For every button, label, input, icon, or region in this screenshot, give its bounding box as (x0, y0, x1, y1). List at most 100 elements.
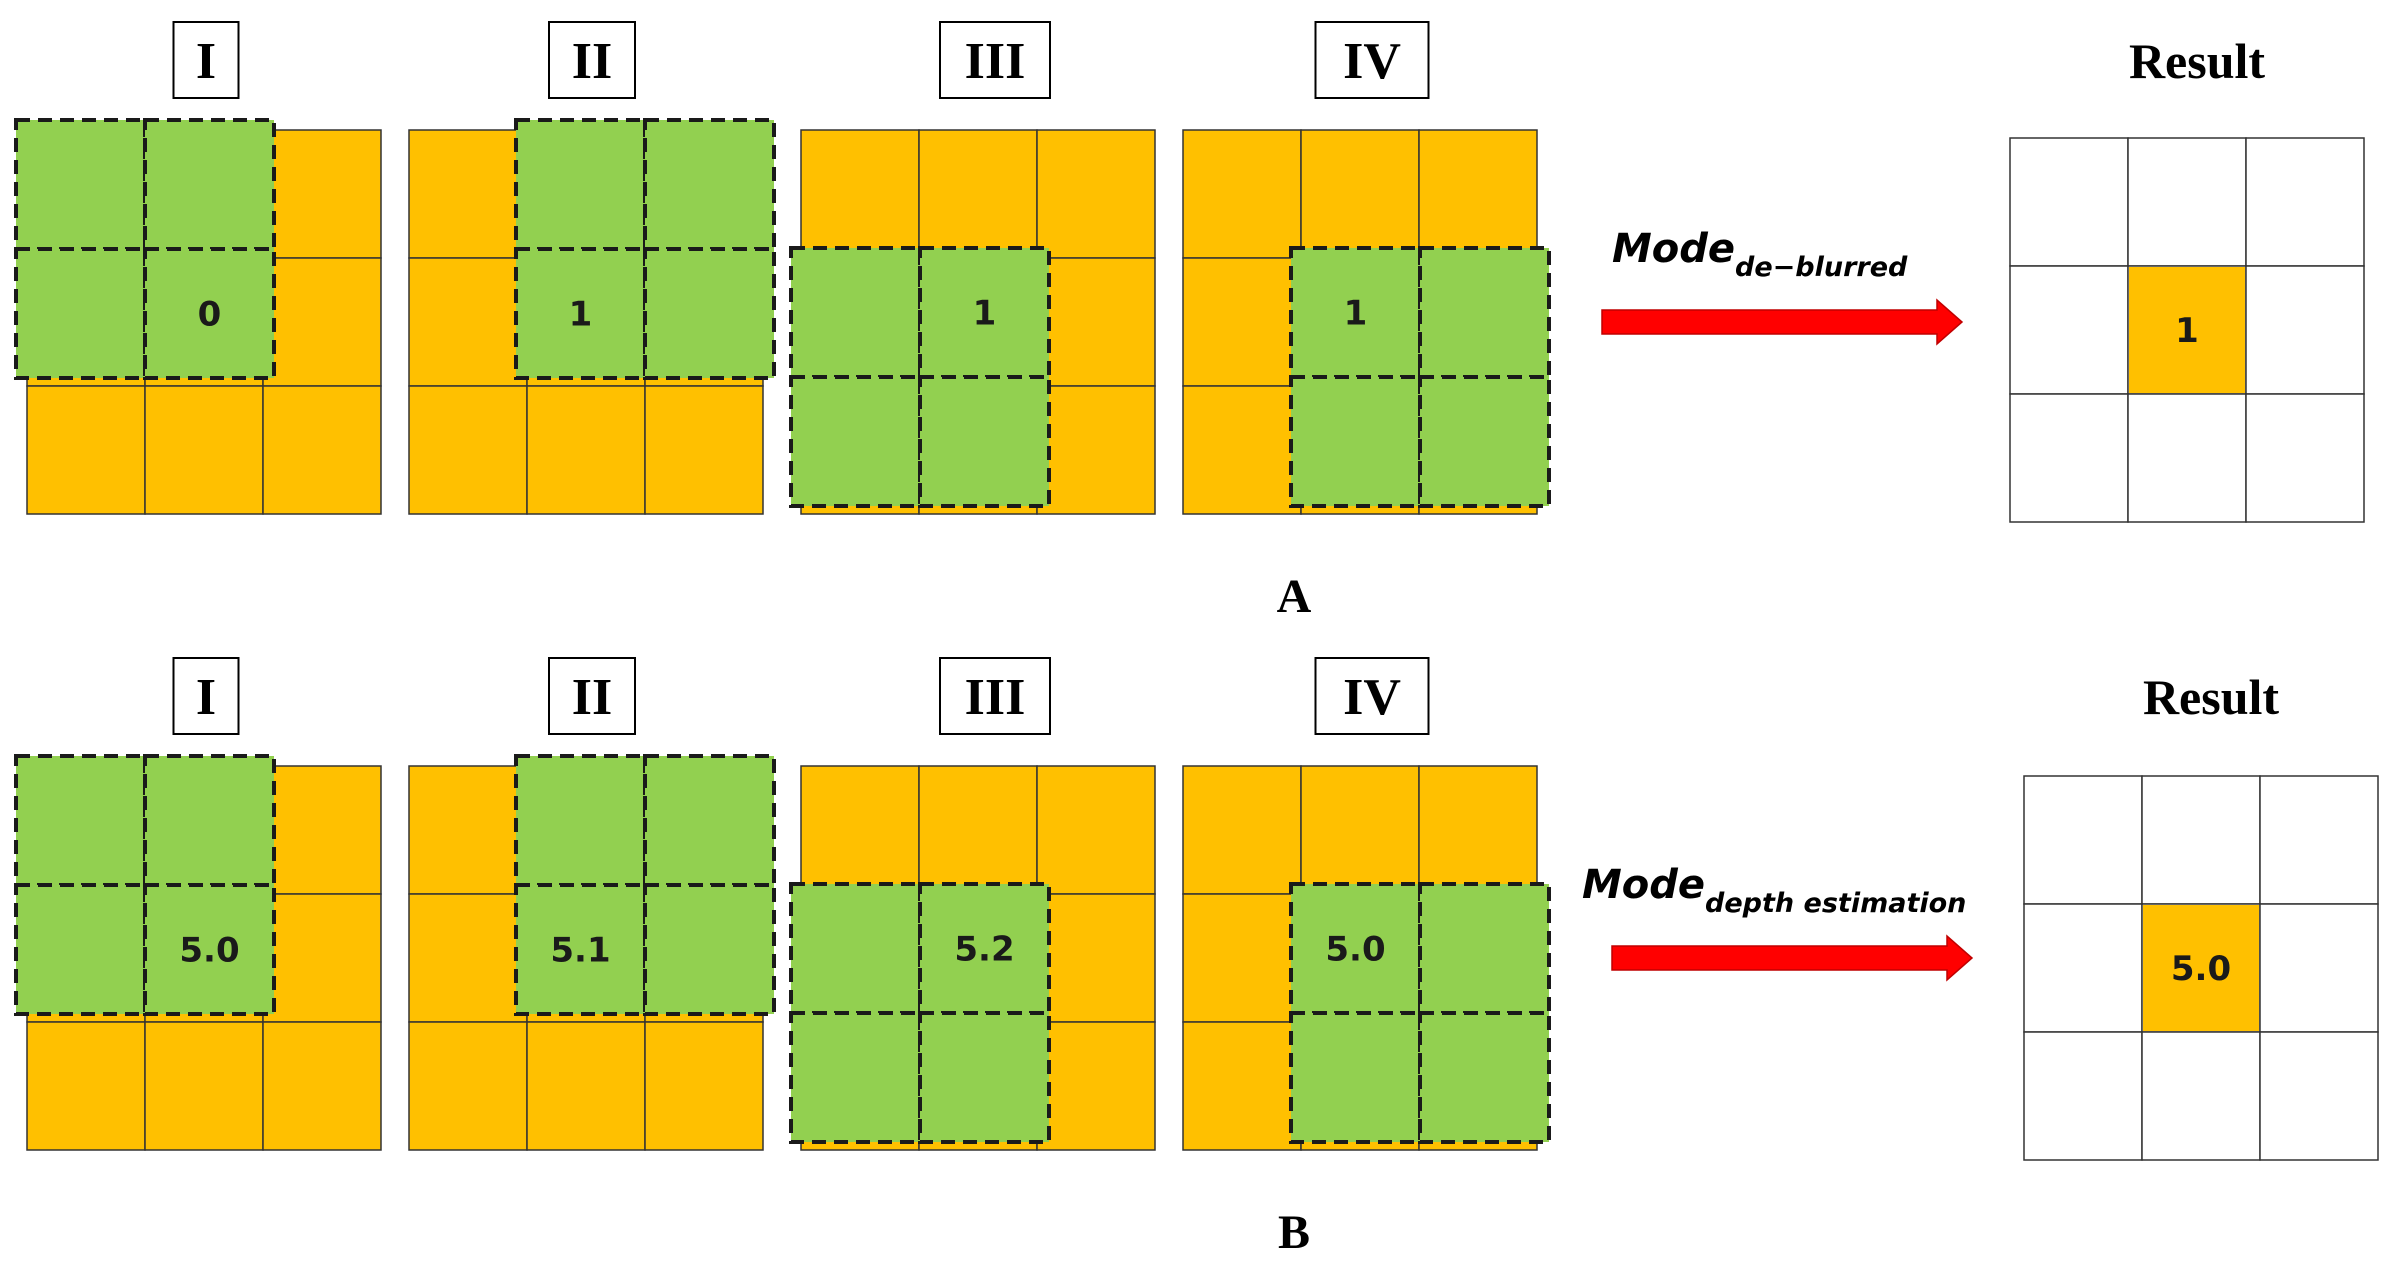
orange-cell (262, 257, 382, 387)
orange-cell (1036, 129, 1156, 259)
window-cell (514, 883, 647, 1016)
orange-cell (408, 129, 528, 259)
panel-1: I0 (14, 21, 382, 515)
panel-label: I (172, 657, 240, 735)
orange-cell (1182, 893, 1302, 1023)
mode-main-text: Mode (1612, 226, 1735, 272)
result-cell (2259, 775, 2379, 905)
orange-cell (918, 129, 1038, 259)
orange-cell (1182, 765, 1302, 895)
panel-1: I5.0 (14, 657, 382, 1151)
panel-label: IV (1314, 21, 1430, 99)
panel-2: II5.1 (408, 657, 776, 1151)
window-center-value: 5.2 (954, 930, 1014, 970)
result-cell (2245, 393, 2365, 523)
window-cell (1289, 882, 1422, 1015)
mode-subscript: de−blurred (1735, 252, 1908, 283)
panel-label: II (548, 657, 636, 735)
orange-cell (526, 1021, 646, 1151)
window-center-value: 0 (198, 295, 222, 335)
label-box (939, 21, 1051, 99)
window-cell (14, 247, 147, 380)
result-cell (2245, 137, 2365, 267)
label-box (939, 657, 1051, 735)
panel-label: I (172, 21, 240, 99)
orange-cell (1418, 129, 1538, 259)
label-box (548, 21, 636, 99)
label-box (548, 657, 636, 735)
label-text: I (196, 669, 216, 726)
result-title: Result (2129, 33, 2265, 89)
sliding-window (14, 754, 276, 1016)
orange-cell (408, 257, 528, 387)
window-cell (789, 1011, 922, 1144)
orange-cell (1182, 385, 1302, 515)
mode-label: Modede−blurred (1612, 226, 1908, 283)
panel-label: IV (1314, 657, 1430, 735)
orange-cell (1036, 1021, 1156, 1151)
window-cell (643, 883, 776, 1016)
orange-cell (1300, 129, 1420, 259)
label-box (1314, 657, 1430, 735)
orange-cell (26, 1021, 146, 1151)
window-cell (789, 375, 922, 508)
orange-cell (1036, 257, 1156, 387)
result-cell (2009, 137, 2129, 267)
orange-cell (262, 1021, 382, 1151)
window-cell (143, 754, 276, 887)
window-cell (918, 1011, 1051, 1144)
result-value: 5.0 (2171, 949, 2231, 989)
window-cell (918, 882, 1051, 1015)
window-cell (1289, 1011, 1422, 1144)
orange-cell (408, 1021, 528, 1151)
sliding-window (789, 882, 1051, 1144)
right-arrow-icon (1601, 298, 1964, 346)
window-cell (918, 246, 1051, 379)
label-text: II (572, 669, 612, 726)
window-cell (1418, 1011, 1551, 1144)
result-cell (2245, 265, 2365, 395)
orange-cell (644, 1021, 764, 1151)
orange-cell (1182, 129, 1302, 259)
result-cell (2023, 1031, 2143, 1161)
sliding-window (514, 118, 776, 380)
label-text: IV (1343, 33, 1401, 90)
orange-cell (1418, 765, 1538, 895)
window-cell (643, 754, 776, 887)
mode-subscript: depth estimation (1705, 888, 1966, 919)
result-cell (2127, 137, 2247, 267)
window-cell (14, 754, 147, 887)
result-cell (2023, 775, 2143, 905)
mode-main-text: Mode (1582, 862, 1705, 908)
part-label: A (1277, 570, 1312, 623)
right-arrow-icon (1611, 934, 1974, 982)
window-cell (1289, 375, 1422, 508)
result-cell (2009, 393, 2129, 523)
window-cell (143, 883, 276, 1016)
sliding-window (14, 118, 276, 380)
sliding-window (789, 246, 1051, 508)
label-text: III (965, 33, 1026, 90)
sliding-window (1289, 246, 1551, 508)
orange-cell (26, 385, 146, 515)
window-cell (643, 118, 776, 251)
orange-cell (408, 385, 528, 515)
panel-2: II1 (408, 21, 776, 515)
window-cell (1289, 246, 1422, 379)
mode-label: Modedepth estimation (1582, 862, 1966, 919)
orange-cell (526, 385, 646, 515)
result-cell (2023, 903, 2143, 1033)
window-center-value: 5.0 (1325, 930, 1385, 970)
result-cell (2127, 393, 2247, 523)
orange-cell (262, 385, 382, 515)
window-cell (514, 118, 647, 251)
orange-cell (1036, 765, 1156, 895)
label-box (172, 21, 240, 99)
orange-cell (144, 1021, 264, 1151)
window-cell (514, 754, 647, 887)
